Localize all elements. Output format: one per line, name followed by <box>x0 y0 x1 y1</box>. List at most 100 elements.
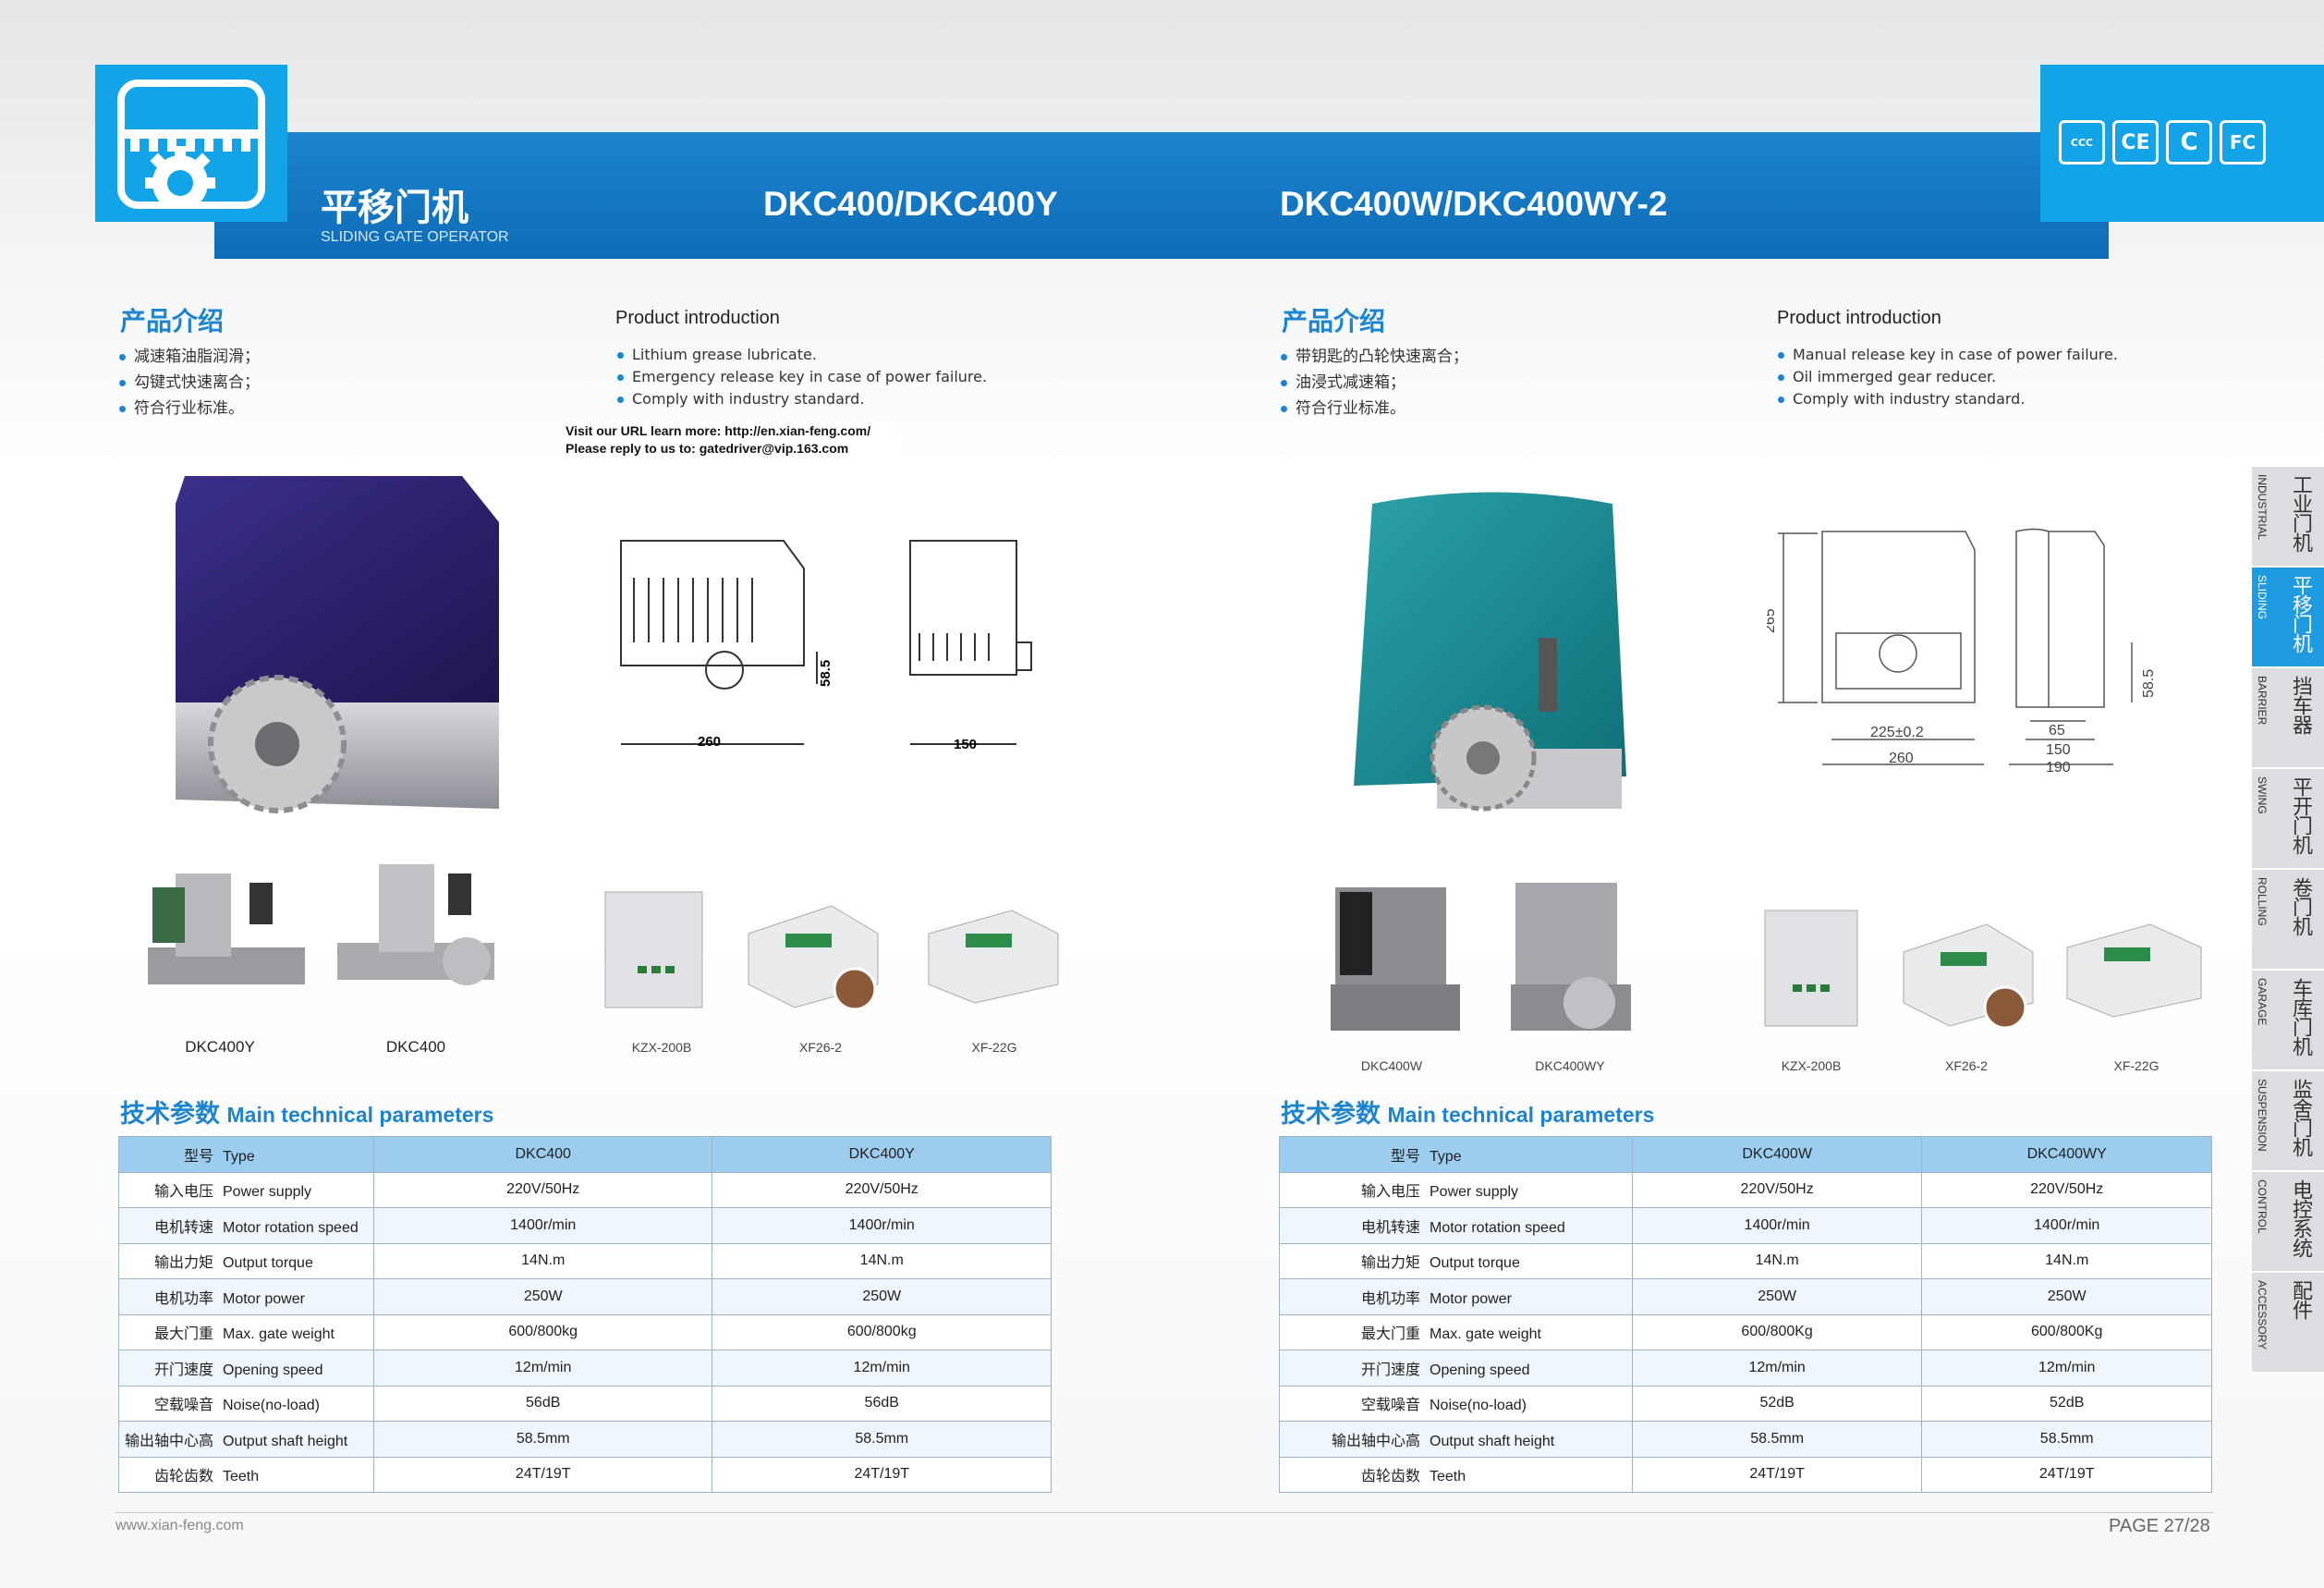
side-tab-garage[interactable]: 车库门机 GARAGE <box>2252 971 2324 1070</box>
row-label-cn: 开门速度 <box>1360 1360 1420 1378</box>
row-label-en: Max. gate weight <box>223 1326 335 1343</box>
dim-label-585-right: 58.5 <box>2141 669 2157 698</box>
dkc400w-motor-image <box>1331 887 1460 1031</box>
side-tab-label-en: BARRIER <box>2256 676 2269 726</box>
side-tab-label-cn: 监舍门机 <box>2289 1079 2312 1156</box>
table-cell: 56dB <box>712 1385 1052 1422</box>
table-cell: 24T/19T <box>372 1456 713 1493</box>
list-item: Oil immerged gear reducer. <box>1774 366 2118 388</box>
table-cell: 600/800kg <box>372 1313 713 1350</box>
reply-email-text: Please reply to us to: gatedriver@vip.16… <box>566 441 849 456</box>
side-tab-sliding[interactable]: 平移门机 SLIDING <box>2252 568 2324 667</box>
list-item: Comply with industry standard. <box>614 388 987 410</box>
footer-divider <box>116 1512 2213 1513</box>
page-number: PAGE 27/28 <box>2109 1516 2210 1536</box>
header-banner <box>214 132 2109 259</box>
footer-url[interactable]: www.xian-feng.com <box>116 1518 244 1533</box>
dkc400-product-image <box>176 476 499 813</box>
row-label-cn: 齿轮齿数 <box>1360 1467 1420 1485</box>
side-tab-label-en: ACCESSORY <box>2256 1280 2269 1350</box>
list-item: 带钥匙的凸轮快速离合； <box>1277 344 1468 370</box>
ccc-icon: CCC <box>2059 120 2105 165</box>
row-label-en: Opening speed <box>223 1362 323 1378</box>
row-label-en: Motor rotation speed <box>1430 1219 1565 1236</box>
side-tab-label-cn: 平移门机 <box>2289 575 2312 653</box>
intro-en-title-right: Product introduction <box>1777 308 1941 328</box>
side-tab-label-cn: 卷门机 <box>2289 877 2312 935</box>
side-tab-label-en: GARAGE <box>2256 978 2269 1026</box>
table-cell: 12m/min <box>372 1350 713 1386</box>
row-label-en: Opening speed <box>1430 1362 1530 1378</box>
table-cell: 600/800Kg <box>1921 1313 2212 1350</box>
table-cell: DKC400WY <box>1921 1136 2212 1173</box>
params-title-cn: 技术参数 <box>1281 1100 1381 1128</box>
row-label-cn: 输出力矩 <box>1360 1253 1420 1272</box>
row-label-cn: 开门速度 <box>153 1360 213 1378</box>
row-label-en: Noise(no-load) <box>223 1398 320 1414</box>
table-cell: 24T/19T <box>1921 1456 2212 1493</box>
table-cell: 1400r/min <box>1921 1207 2212 1244</box>
table-cell: DKC400Y <box>712 1136 1052 1173</box>
table-cell: 最大门重 Max. gate weight <box>118 1313 374 1350</box>
page-title: 平移门机 <box>321 187 468 229</box>
params-title-left: 技术参数 Main technical parameters <box>120 1093 493 1130</box>
table-cell: 14N.m <box>712 1242 1052 1279</box>
table-cell: DKC400 <box>372 1136 713 1173</box>
row-label-cn: 最大门重 <box>153 1325 213 1343</box>
row-label-en: Max. gate weight <box>1430 1326 1541 1343</box>
caption-kzx200b-right: KZX-200B <box>1781 1058 1842 1073</box>
table-cell: 24T/19T <box>712 1456 1052 1493</box>
row-label-en: Output shaft height <box>1430 1433 1555 1449</box>
dim-label-65: 65 <box>2049 723 2065 739</box>
category-logo <box>95 65 287 222</box>
certification-panel: CCC CE C FC <box>2040 65 2324 222</box>
table-cell: 220V/50Hz <box>1631 1171 1923 1208</box>
dim-label-260-right: 260 <box>1889 751 1914 766</box>
side-tab-label-en: SUSPENSION <box>2256 1079 2269 1152</box>
table-cell: 58.5mm <box>1631 1421 1923 1458</box>
gear-icon <box>117 79 265 209</box>
row-label-cn: 输出轴中心高 <box>124 1431 213 1449</box>
side-tab-label-cn: 车库门机 <box>2289 978 2312 1056</box>
intro-cn-list-left: 减速箱油脂润滑； 勾键式快速离合； 符合行业标准。 <box>116 344 260 421</box>
table-cell: 1400r/min <box>712 1207 1052 1244</box>
table-cell: 24T/19T <box>1631 1456 1923 1493</box>
table-cell: 开门速度 Opening speed <box>1279 1350 1633 1386</box>
list-item: Comply with industry standard. <box>1774 388 2118 410</box>
table-cell: 250W <box>1631 1278 1923 1315</box>
row-label-cn: 空载噪音 <box>1360 1396 1420 1414</box>
table-cell: 58.5mm <box>372 1421 713 1458</box>
row-label-cn: 输入电压 <box>1360 1182 1420 1201</box>
table-cell: 14N.m <box>372 1242 713 1279</box>
side-tab-label-en: SLIDING <box>2256 575 2269 620</box>
side-tab-suspension[interactable]: 监舍门机 SUSPENSION <box>2252 1071 2324 1171</box>
table-cell: 600/800kg <box>712 1313 1052 1350</box>
table-cell: 220V/50Hz <box>372 1171 713 1208</box>
row-label-cn: 输出轴中心高 <box>1331 1431 1420 1449</box>
table-cell: DKC400W <box>1631 1136 1923 1173</box>
